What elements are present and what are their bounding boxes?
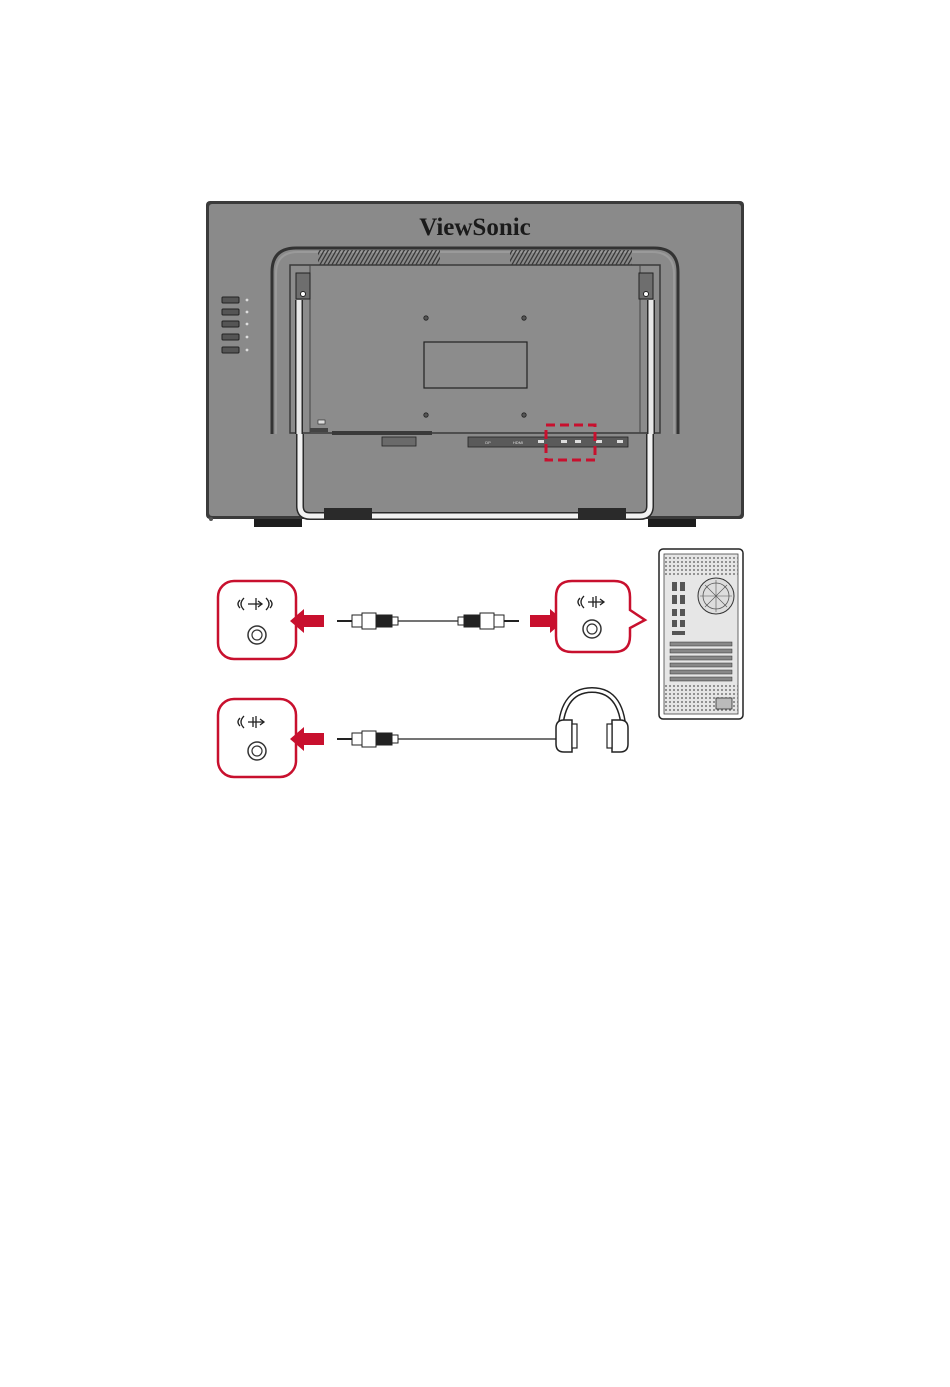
monitor-brand-logo: ViewSonic: [419, 214, 531, 241]
monitor-foot-left: [254, 518, 302, 527]
rear-inner-panel: [290, 265, 660, 433]
io-port-panel: [468, 437, 628, 447]
monitor-foot-right: [648, 518, 696, 527]
hinge-right: [639, 273, 653, 299]
hinge-left: [296, 273, 310, 299]
io-strip-left: [332, 431, 432, 435]
power-port: [382, 437, 416, 446]
vent-grille-right: [510, 250, 632, 266]
callout-monitor-audio-in: [218, 581, 296, 659]
callout-monitor-audio-out: [218, 699, 296, 777]
headphones-icon: [556, 690, 628, 752]
monitor-back-illustration: ViewSonic: [206, 201, 744, 527]
pc-tower-icon: [659, 549, 743, 719]
audio-cable-icon: [337, 613, 519, 629]
stand-pad-right: [578, 508, 626, 519]
port-label-hdmi: HDMI: [513, 440, 523, 445]
stand-pad-left: [324, 508, 372, 519]
vent-grille-left: [318, 250, 440, 266]
callout-pc-audio-out: [556, 581, 645, 652]
port-label-dp: DP: [485, 440, 491, 445]
headphone-cable: [337, 731, 562, 747]
